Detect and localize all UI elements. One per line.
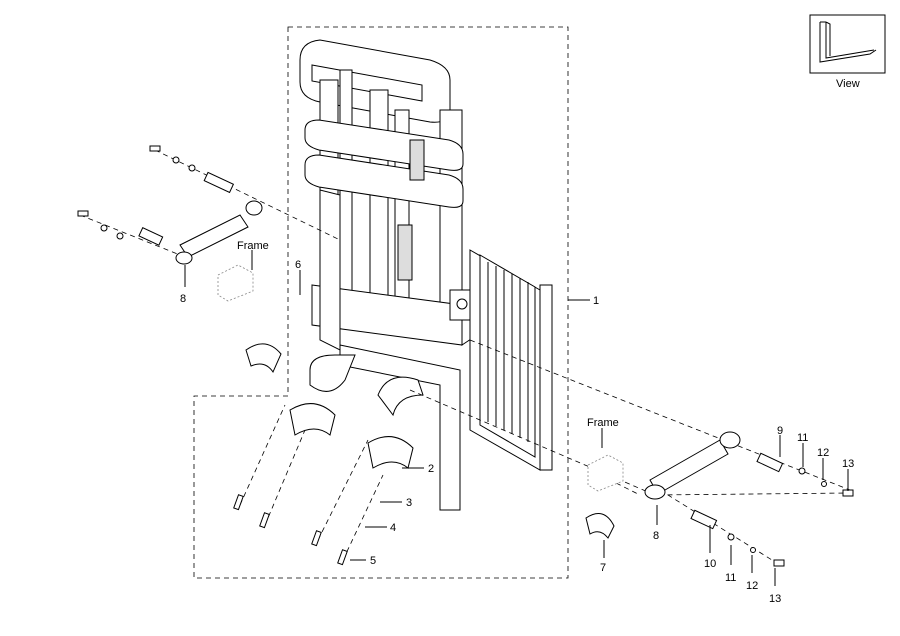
callout-1: 1 <box>593 295 599 307</box>
callout-2: 2 <box>428 463 434 475</box>
callout-7: 7 <box>600 562 606 574</box>
callout-11-lower: 11 <box>725 572 736 584</box>
callout-6: 6 <box>295 259 301 271</box>
frame-label-right: Frame <box>587 417 619 429</box>
callout-13-upper: 13 <box>842 458 854 470</box>
callout-4: 4 <box>390 522 396 534</box>
right-cylinder-group <box>409 339 854 567</box>
callout-10: 10 <box>704 558 716 570</box>
frame-label-left: Frame <box>237 240 269 252</box>
callout-12-upper: 12 <box>817 447 829 459</box>
callout-12-lower: 12 <box>746 580 758 592</box>
callout-9: 9 <box>777 425 783 437</box>
leader-lines <box>184 250 849 586</box>
view-thumbnail[interactable] <box>809 14 886 74</box>
hook-part-2 <box>367 436 414 469</box>
wear-pad-7 <box>585 513 615 539</box>
assembly-boundary <box>193 26 569 579</box>
callout-3: 3 <box>406 497 412 509</box>
hook-part <box>289 403 336 436</box>
callout-13-lower: 13 <box>769 593 781 605</box>
left-cylinder-group <box>77 145 341 302</box>
callout-8-right: 8 <box>653 530 659 542</box>
view-label: View <box>836 78 860 90</box>
callout-8-left: 8 <box>180 293 186 305</box>
wear-pad-left <box>245 343 282 374</box>
bolts-lower <box>233 404 384 566</box>
mast-assembly <box>299 39 553 511</box>
callout-5: 5 <box>370 555 376 567</box>
callout-11-upper: 11 <box>797 432 808 444</box>
